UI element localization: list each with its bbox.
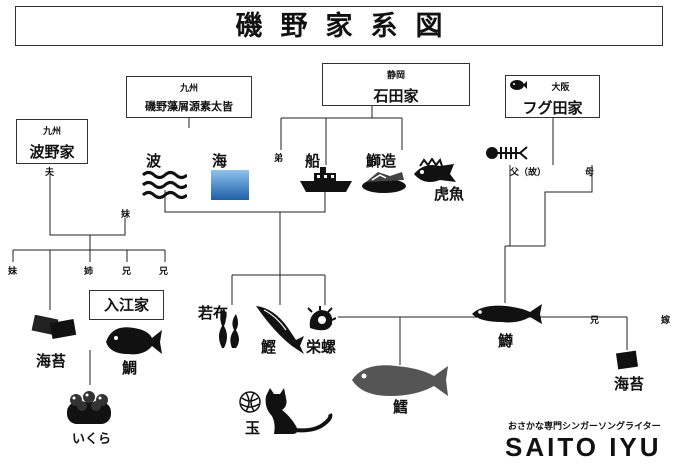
sea-bream-icon: [106, 327, 162, 355]
member-ikura-label: いくら: [72, 432, 112, 447]
member-tama-label: 玉: [245, 419, 261, 437]
sea-image: [211, 170, 249, 200]
trout-icon: [472, 304, 542, 324]
page-title: 磯野家系図: [235, 11, 461, 42]
relation-older-sister: 姉: [84, 267, 94, 277]
family-box-namino: 九州 波野家: [16, 119, 88, 164]
relation-older-brother: 兄: [159, 267, 169, 277]
member-okoze-label: 虎魚: [434, 185, 465, 203]
family-box-ishida: 静岡 石田家: [322, 63, 470, 106]
page-title-box: 磯野家系図: [15, 6, 663, 46]
relation-older-brother: 兄: [122, 267, 132, 277]
relation-younger-sister: 妹: [8, 267, 18, 277]
member-katsuozukuri-label: 鰤造: [366, 152, 397, 170]
ikura-sushi-icon: [67, 391, 111, 424]
member-tai-label: 鯛: [122, 359, 138, 377]
fish-bone-icon: [486, 146, 528, 160]
family-region: 九州: [42, 127, 61, 137]
seaweed-icon: [219, 308, 239, 348]
bonito-icon: [256, 306, 304, 354]
credit-tagline: おさかな専門シンガーソングライター: [508, 422, 661, 432]
relation-husband: 夫: [45, 168, 55, 178]
nori-icon: [31, 315, 77, 339]
nori-icon: [615, 350, 639, 370]
relation-father: 父（故）: [510, 168, 547, 178]
family-region: 静岡: [386, 71, 405, 81]
member-tara-label: 鱈: [393, 398, 409, 416]
member-sazae-label: 栄螺: [306, 338, 337, 356]
cat-icon: [265, 388, 333, 434]
family-region: 大阪: [551, 83, 570, 93]
family-name: 入江家: [103, 296, 149, 314]
family-name: フグ田家: [522, 99, 583, 117]
family-region: 九州: [179, 84, 198, 94]
member-nami-label: 波: [146, 152, 162, 170]
relation-older-brother: 兄: [590, 316, 600, 326]
yarn-ball-icon: [239, 391, 261, 413]
ship-icon: [300, 167, 352, 192]
family-box-isono: 九州 磯野藻屑源素太皆: [126, 76, 252, 118]
family-name: 石田家: [373, 87, 419, 105]
waves-icon: [141, 171, 187, 199]
family-name: 波野家: [29, 143, 75, 161]
member-nori-right-label: 海苔: [614, 375, 645, 393]
relation-wife: 嫁: [661, 316, 671, 326]
credit-name: SAITO IYU: [505, 432, 662, 462]
blowfish-icon: [510, 80, 527, 90]
sashimi-plate-icon: [362, 172, 406, 193]
member-katsuo-label: 鰹: [261, 338, 277, 356]
member-nori-left-label: 海苔: [36, 352, 67, 370]
stonefish-icon: [414, 158, 456, 182]
relation-younger-sister: 妹: [121, 210, 131, 220]
cod-icon: [352, 365, 448, 396]
member-umi-label: 海: [212, 152, 228, 170]
family-box-irie: 入江家: [89, 290, 164, 320]
member-masu-label: 鱒: [498, 332, 514, 350]
turban-shell-icon: [307, 306, 336, 331]
member-fune-label: 船: [305, 152, 321, 170]
family-name: 磯野藻屑源素太皆: [145, 100, 233, 113]
relation-mother: 母: [585, 168, 595, 178]
relation-younger-brother: 弟: [274, 154, 284, 164]
